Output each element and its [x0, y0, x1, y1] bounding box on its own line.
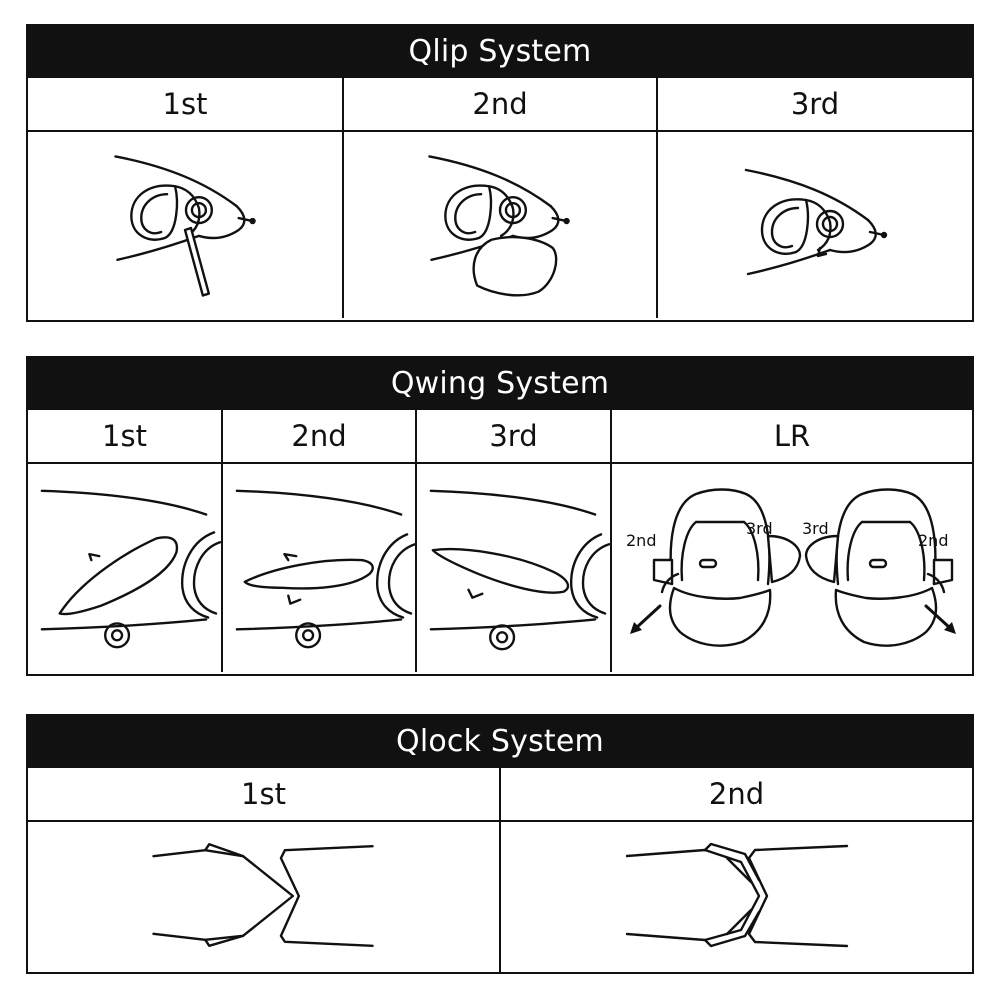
- qwing-system-title: Qwing System: [28, 358, 972, 410]
- qwing-wing-lowered-drawing: [235, 489, 415, 649]
- qwing-lr-right-outer-label: 2nd: [918, 531, 948, 550]
- qlip-lure-head-clip-locked-drawing: [744, 168, 888, 276]
- qlock-step-label-1: 1st: [28, 768, 501, 820]
- qlip-step-label-1: 1st: [28, 78, 344, 130]
- qlip-lure-head-clip-open-drawing: [114, 155, 256, 297]
- qlip-step-2-illustration: [344, 132, 658, 318]
- qwing-step-2-illustration: [223, 464, 417, 672]
- qwing-lr-left-outer-label: 2nd: [626, 531, 656, 550]
- qwing-step-label-1: 1st: [28, 410, 223, 462]
- qwing-lr-right-inner-label: 3rd: [802, 519, 829, 538]
- qwing-step-labels: 1st 2nd 3rd LR: [28, 410, 972, 464]
- qlock-system-section: Qlock System 1st 2nd: [26, 714, 974, 974]
- qlock-illustrations: [28, 822, 972, 972]
- qwing-step-label-2: 2nd: [223, 410, 417, 462]
- qwing-wing-inserted-drawing: [429, 489, 610, 651]
- qwing-step-1-illustration: [28, 464, 223, 672]
- qlip-system-section: Qlip System 1st 2nd 3rd: [26, 24, 974, 322]
- qwing-lr-left-inner-label: 3rd: [746, 519, 773, 538]
- qlip-step-3-illustration: [658, 132, 972, 318]
- qlip-illustrations: [28, 132, 972, 318]
- qlip-step-1-illustration: [28, 132, 344, 318]
- qlock-joint-connected-drawing: [625, 842, 849, 948]
- qlip-step-label-2: 2nd: [344, 78, 658, 130]
- qlock-system-title: Qlock System: [28, 716, 972, 768]
- qlock-step-1-illustration: [28, 822, 501, 972]
- qwing-system-section: Qwing System 1st 2nd 3rd LR: [26, 356, 974, 676]
- qlock-step-2-illustration: [501, 822, 972, 972]
- qwing-step-3-illustration: [417, 464, 612, 672]
- qwing-wing-raised-drawing: [40, 489, 221, 649]
- qwing-step-label-lr: LR: [773, 419, 811, 453]
- qwing-illustrations: 2nd 3rd 3rd 2nd: [28, 464, 972, 672]
- qwing-step-label-3: 3rd: [417, 410, 612, 462]
- qwing-left-right-front-views-drawing: 2nd 3rd 3rd 2nd: [626, 488, 956, 647]
- qlip-lure-head-lip-attaching-drawing: [428, 155, 570, 297]
- qlip-step-label-3: 3rd: [790, 87, 840, 121]
- qwing-step-lr-illustration: 2nd 3rd 3rd 2nd: [612, 464, 972, 672]
- qlock-step-label-2: 2nd: [708, 777, 765, 811]
- qlock-step-labels: 1st 2nd: [28, 768, 972, 822]
- qlip-step-labels: 1st 2nd 3rd: [28, 78, 972, 132]
- qwing-left-unit-drawing: 2nd 3rd: [626, 488, 802, 647]
- qlip-system-title: Qlip System: [28, 26, 972, 78]
- qlock-joint-separated-drawing: [152, 843, 374, 947]
- qwing-right-unit-drawing: 3rd 2nd: [802, 488, 956, 647]
